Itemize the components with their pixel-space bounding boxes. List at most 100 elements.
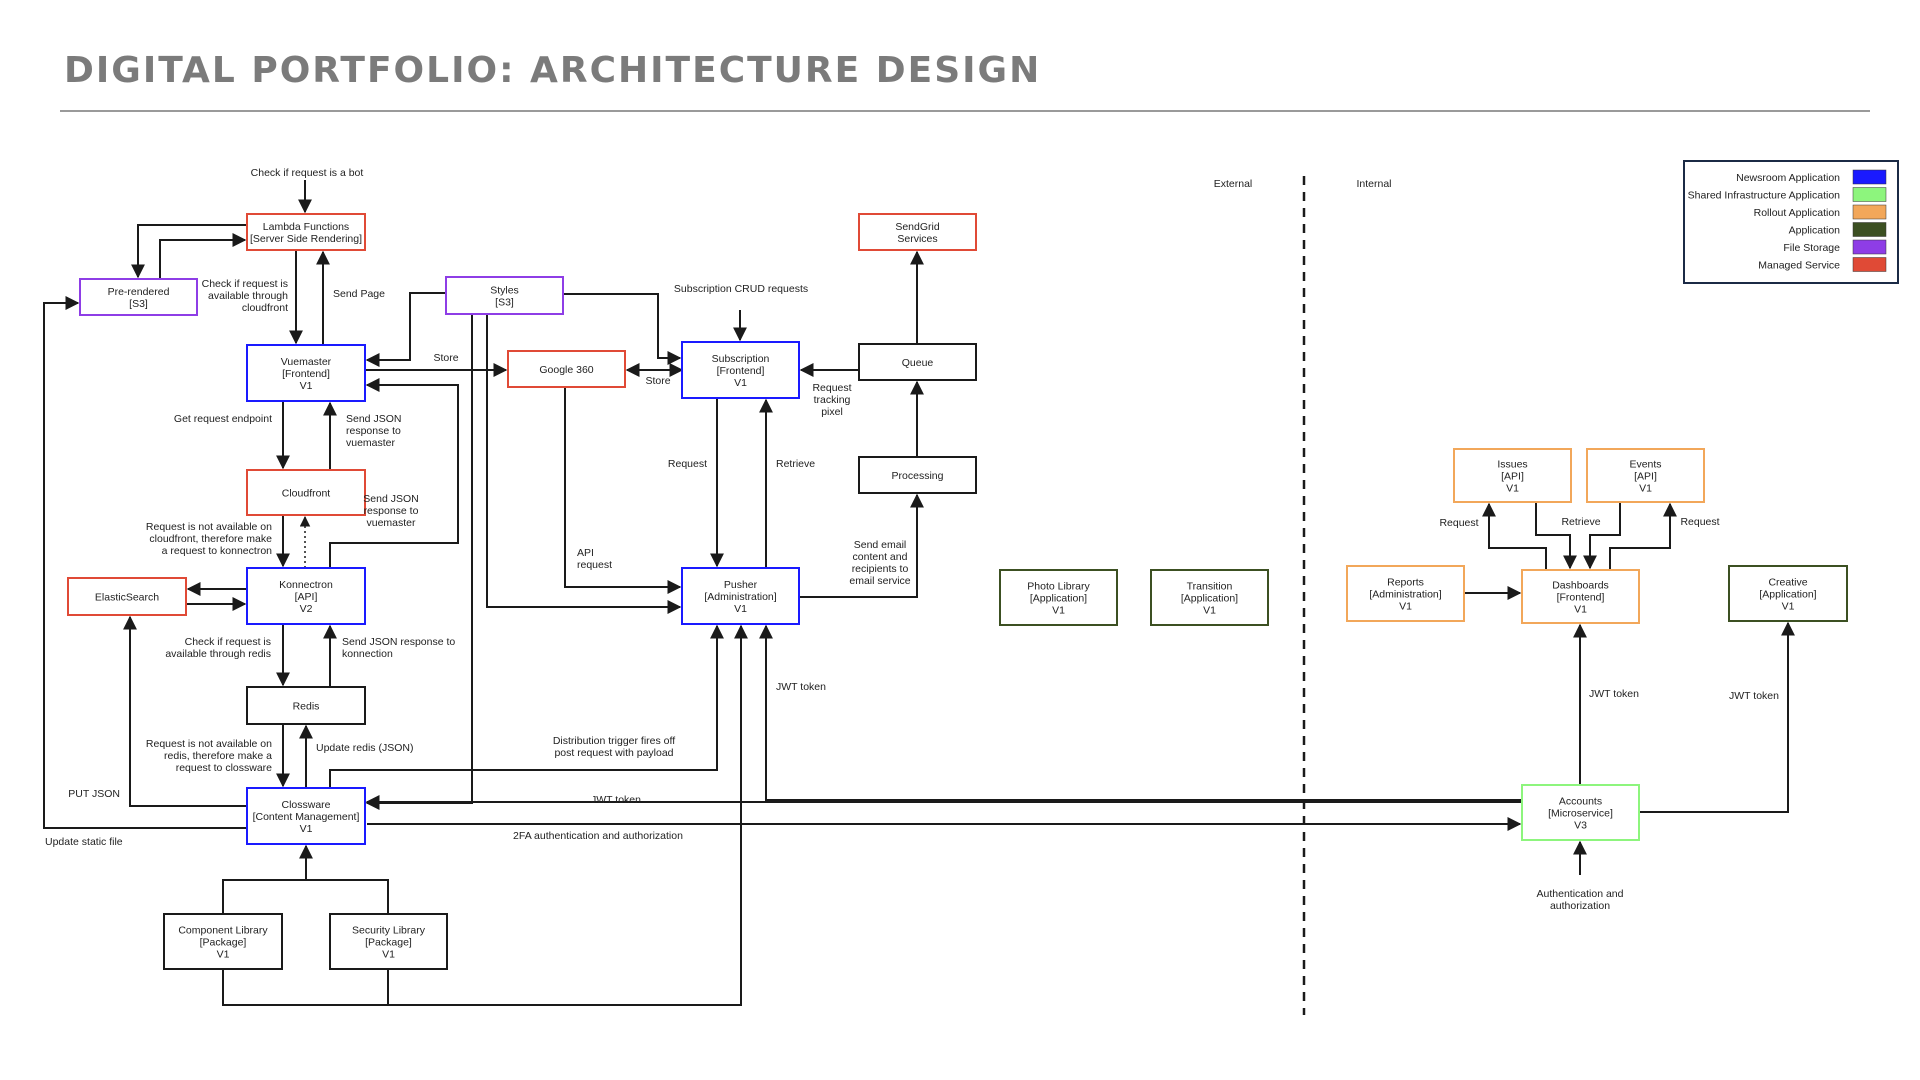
node-clossware-label: Clossware[Content Management]V1 (253, 799, 360, 835)
node-styles: Styles[S3] (445, 276, 564, 315)
node-styles-label: Styles[S3] (490, 285, 519, 309)
node-subscription-label: Subscription[Frontend]V1 (712, 353, 770, 389)
legend-label: Newsroom Application (1736, 172, 1840, 184)
node-cloudfront-box (246, 469, 366, 516)
node-sendgrid-box (858, 213, 977, 251)
edge-label-request-issues: Request (1439, 517, 1478, 529)
node-componentlib: Component Library[Package]V1 (163, 913, 283, 970)
edge-componentlib-clossware (222, 844, 313, 914)
node-google360: Google 360 (507, 350, 626, 388)
node-queue: Queue (858, 343, 977, 381)
legend-label: Shared Infrastructure Application (1688, 190, 1840, 202)
node-redis: Redis (246, 686, 366, 725)
node-issues: Issues[API]V1 (1453, 448, 1572, 503)
legend-swatch (1852, 239, 1887, 255)
edge-label-store-sub: Store (645, 375, 670, 387)
edge-label-check-bot: Check if request is a bot (251, 167, 364, 179)
node-redis-label: Redis (293, 701, 320, 713)
edge-clossware-pusher (329, 624, 724, 788)
node-dashboards: Dashboards[Frontend]V1 (1521, 569, 1640, 624)
node-processing-label: Processing (892, 470, 944, 482)
node-pusher-label: Pusher[Administration]V1 (704, 579, 776, 615)
edge-lambda-prerendered-in (131, 224, 247, 279)
edge-accounts-pusher (759, 624, 1522, 801)
edge-label-store-vm: Store (433, 352, 458, 364)
node-dashboards-box (1521, 569, 1640, 624)
legend-swatch (1852, 169, 1887, 185)
node-dashboards-label: Dashboards[Frontend]V1 (1552, 580, 1609, 616)
edge-dashboards-issues (1482, 502, 1547, 570)
edge-styles-pusher (486, 314, 682, 614)
legend-label: Application (1789, 225, 1841, 237)
node-photolib-label: Photo Library[Application]V1 (1027, 581, 1090, 617)
edge-label-update-redis: Update redis (JSON) (316, 742, 413, 754)
node-google360-box (507, 350, 626, 388)
node-konnectron-box (246, 567, 366, 625)
node-securitylib-box (329, 913, 448, 970)
node-pusher-box (681, 567, 800, 625)
node-cloudfront: Cloudfront (246, 469, 366, 516)
legend-label: Managed Service (1758, 260, 1840, 272)
node-vuemaster-label: Vuemaster[Frontend]V1 (281, 356, 332, 392)
node-issues-box (1453, 448, 1572, 503)
node-styles-box (445, 276, 564, 315)
edge-label-send-page: Send Page (333, 288, 385, 300)
edge-label-retrieve-dash: Retrieve (1561, 516, 1600, 528)
node-reports-box (1346, 565, 1465, 622)
node-creative-label: Creative[Application]V1 (1759, 577, 1816, 613)
page-title: DIGITAL PORTFOLIO: ARCHITECTURE DESIGN (64, 50, 1042, 91)
node-events-box (1586, 448, 1705, 503)
zone-label-external: External (1214, 178, 1253, 190)
node-reports-label: Reports[Administration]V1 (1369, 577, 1441, 613)
edge-label-jwt-creative: JWT token (1729, 690, 1779, 702)
node-accounts: Accounts[Microservice]V3 (1521, 784, 1640, 841)
zone-label-internal: Internal (1356, 178, 1391, 190)
edge-label-sub-crud: Subscription CRUD requests (674, 283, 808, 295)
edge-label-request-sub: Request (668, 458, 707, 470)
node-componentlib-box (163, 913, 283, 970)
edge-label-twofa: 2FA authentication and authorization (513, 830, 683, 842)
node-clossware-box (246, 787, 366, 845)
edge-label-jwt-dash: JWT token (1589, 688, 1639, 700)
node-creative: Creative[Application]V1 (1728, 565, 1848, 622)
edge-accounts-creative (1639, 621, 1795, 813)
edge-issues-dashboards (1535, 502, 1577, 570)
node-konnectron-label: Konnectron[API]V2 (279, 579, 333, 615)
legend-swatch (1852, 257, 1887, 272)
node-events: Events[API]V1 (1586, 448, 1705, 503)
edge-securitylib-clossware (306, 879, 389, 914)
node-processing-box (858, 456, 977, 494)
node-creative-box (1728, 565, 1848, 622)
legend-label: File Storage (1783, 242, 1840, 254)
edge-label-jwt-pusher: JWT token (776, 681, 826, 693)
node-vuemaster: Vuemaster[Frontend]V1 (246, 344, 366, 402)
edge-pusher-processing (799, 493, 924, 598)
node-issues-label: Issues[API]V1 (1497, 459, 1527, 495)
node-transition: Transition[Application]V1 (1150, 569, 1269, 626)
node-securitylib-label: Security Library[Package]V1 (352, 925, 426, 961)
edge-label-update-static: Update static file (45, 836, 123, 848)
legend-label: Rollout Application (1754, 207, 1841, 219)
node-lambda-label: Lambda Functions[Server Side Rendering] (250, 221, 362, 245)
node-transition-label: Transition[Application]V1 (1181, 581, 1238, 617)
legend-swatch (1852, 204, 1887, 220)
node-google360-label: Google 360 (539, 364, 593, 376)
edge-konnectron-vuemaster (329, 378, 459, 568)
edge-libs-pusher (222, 624, 748, 1006)
edge-label-retrieve-sub: Retrieve (776, 458, 815, 470)
edge-prerendered-lambda (159, 233, 247, 279)
node-componentlib-label: Component Library[Package]V1 (178, 925, 268, 961)
node-elasticsearch-label: ElasticSearch (95, 592, 159, 604)
node-konnectron: Konnectron[API]V2 (246, 567, 366, 625)
edge-google-pusher (564, 387, 682, 594)
